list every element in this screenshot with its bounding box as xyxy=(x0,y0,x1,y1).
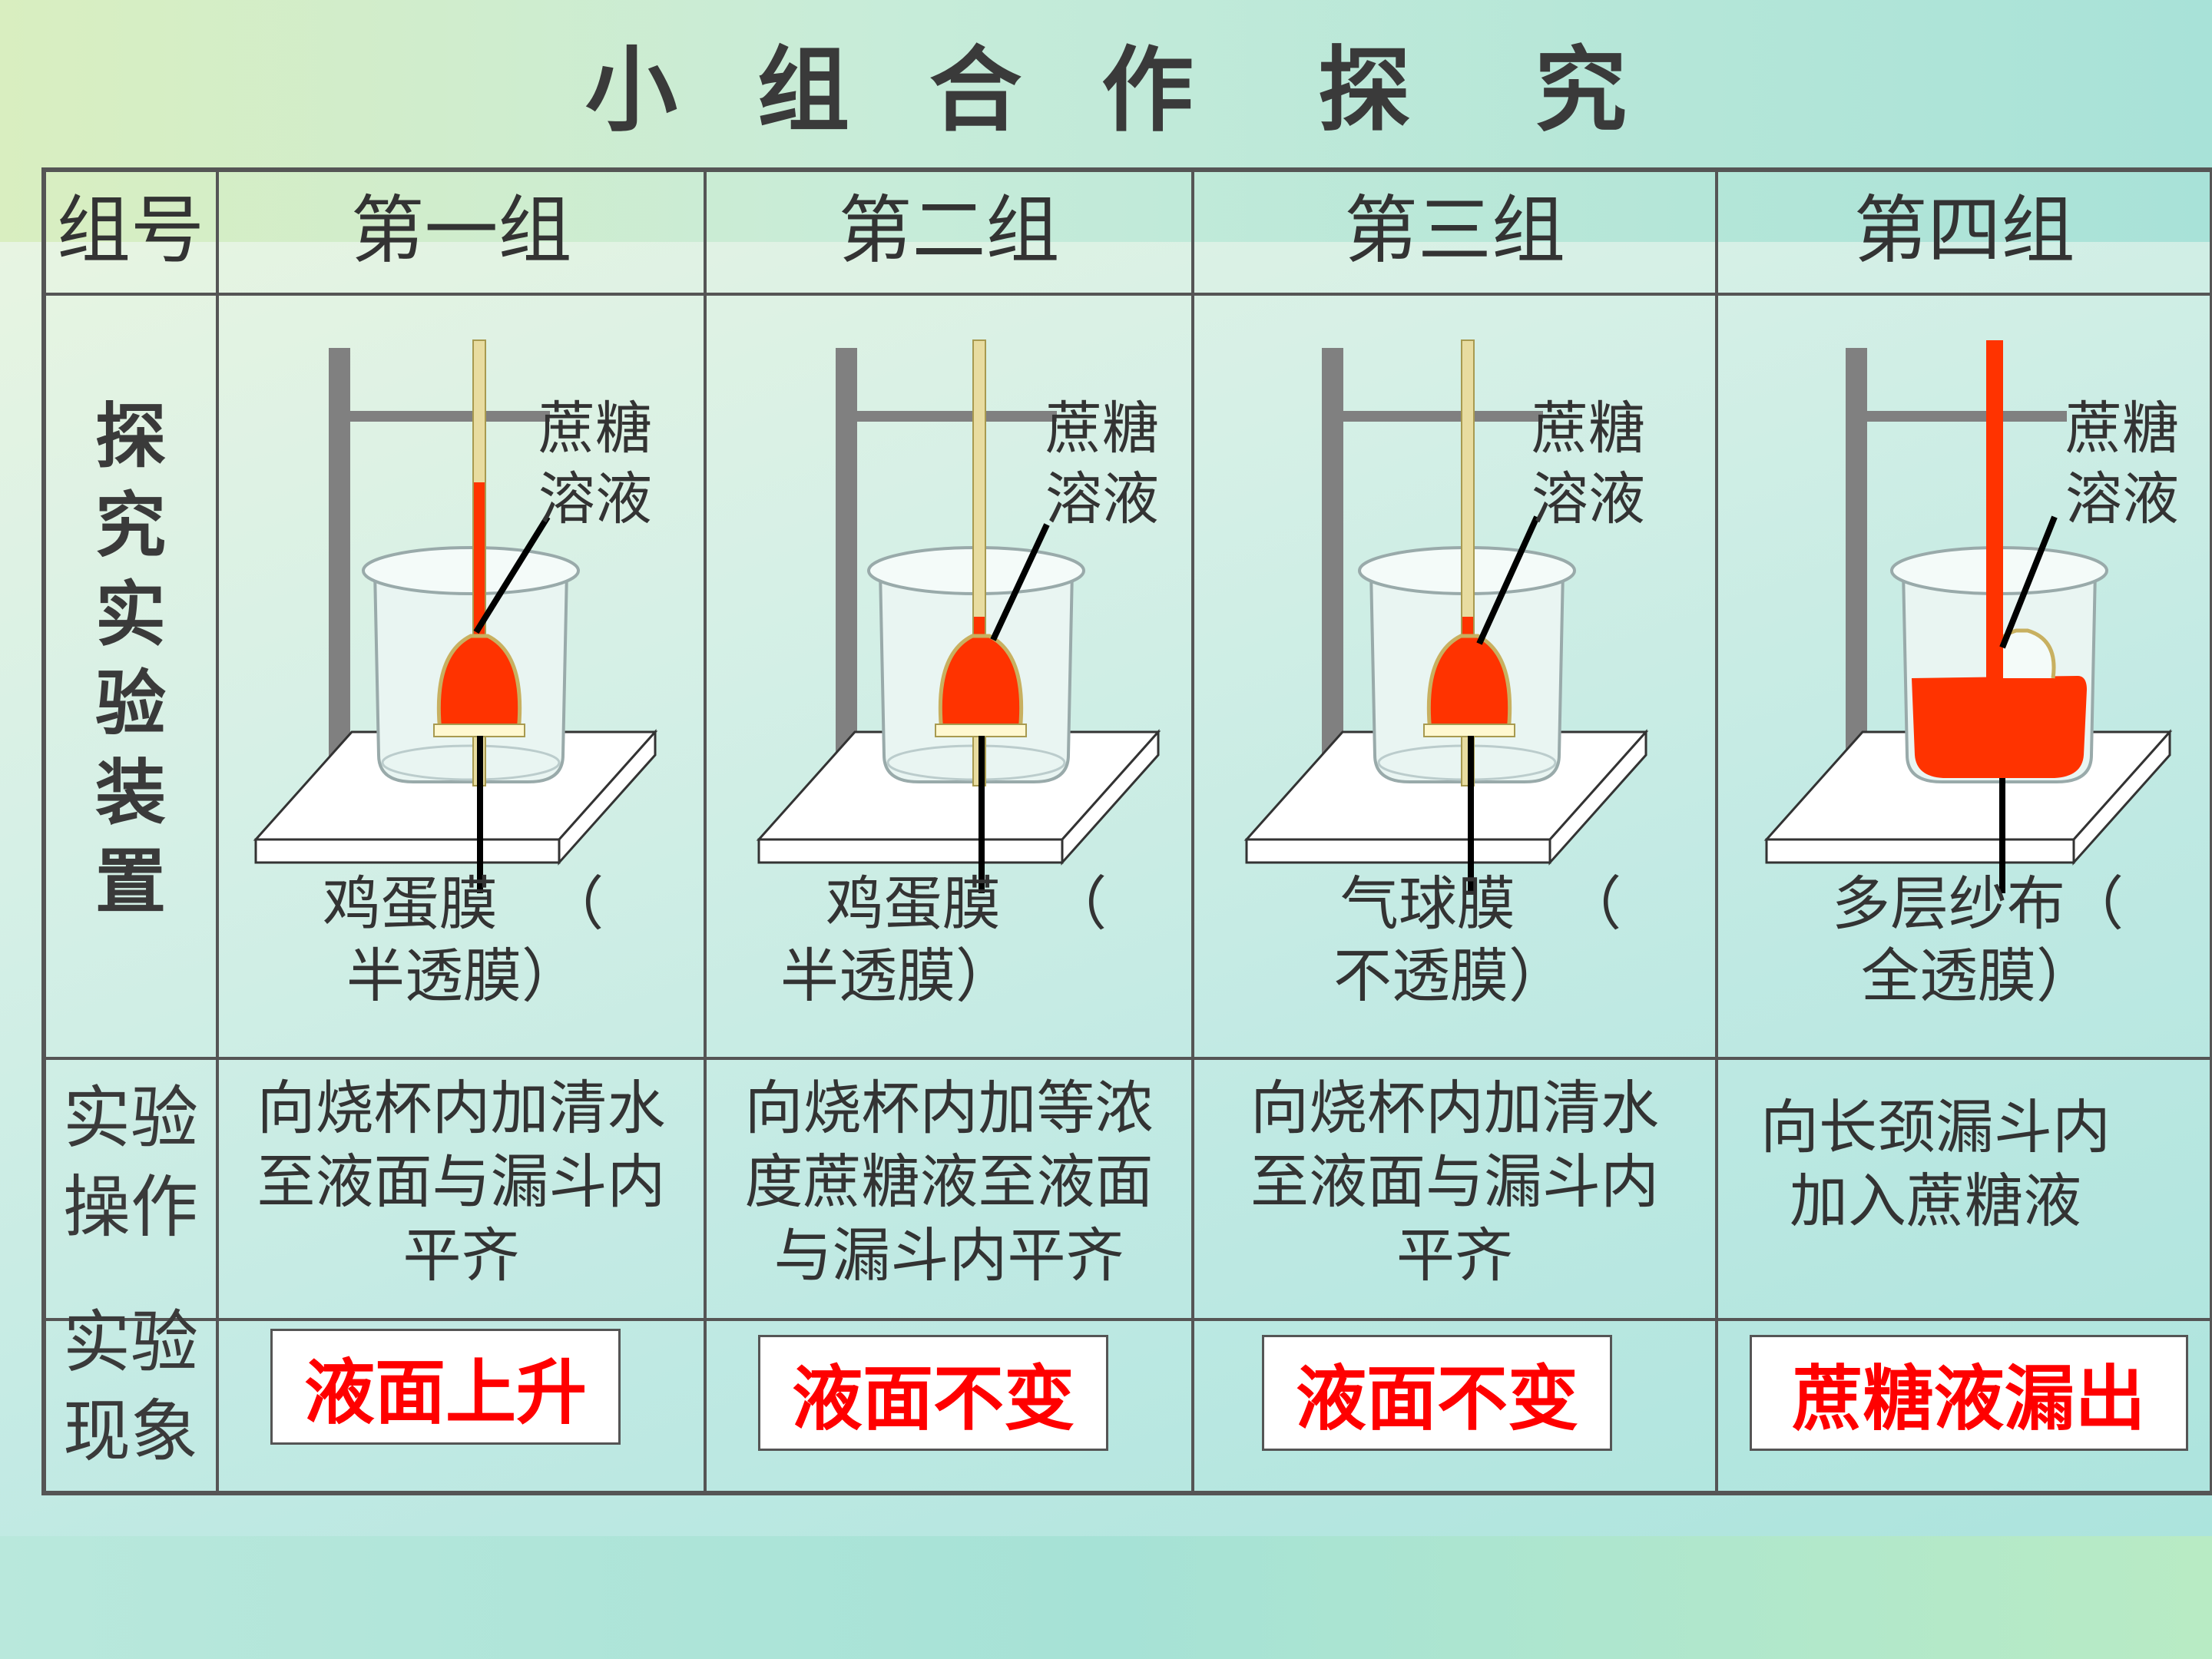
membrane-label-line: 不透膜） xyxy=(1333,942,1567,1010)
header-group-4: 第四组 xyxy=(1853,187,2075,273)
iron-stand xyxy=(836,348,1057,782)
header-group-2: 第二组 xyxy=(838,187,1060,273)
solution-pointer xyxy=(473,515,551,634)
title-char: 究 xyxy=(1535,36,1627,144)
membrane-label-line: 气球膜 （ xyxy=(1340,869,1621,938)
row-label-char: 验 xyxy=(94,662,166,745)
operation-line: 向烧杯内加等浓 xyxy=(744,1074,1154,1142)
operation-line: 平齐 xyxy=(1396,1221,1513,1290)
operation-line: 向长颈漏斗内 xyxy=(1760,1093,2111,1161)
operation-group-4: 向长颈漏斗内 加入蔗糖液 xyxy=(1717,1091,2154,1238)
solution-label-line: 蔗糖 xyxy=(538,396,652,462)
membrane-label-line: 半透膜） xyxy=(346,942,580,1010)
membrane-label: 鸡蛋膜 （半透膜） xyxy=(323,869,604,1010)
operation-line: 度蔗糖液至液面 xyxy=(744,1147,1154,1216)
result-group-1: 液面上升 xyxy=(270,1329,621,1445)
funnel xyxy=(433,339,525,786)
solution-label-line: 蔗糖 xyxy=(1532,396,1645,462)
solution-label-line: 溶液 xyxy=(2065,466,2179,532)
solution-label-line: 蔗糖 xyxy=(2065,396,2179,462)
leaked-solution xyxy=(1912,676,2087,778)
solution-label-line: 溶液 xyxy=(1045,466,1159,532)
operation-line: 至液面与漏斗内 xyxy=(1250,1147,1659,1216)
header-group-3: 第三组 xyxy=(1344,187,1565,273)
row-label-char: 究 xyxy=(94,484,166,567)
iron-stand xyxy=(1846,348,2067,782)
result-group-3: 液面不变 xyxy=(1262,1335,1612,1451)
result-group-2: 液面不变 xyxy=(758,1335,1108,1451)
solution-label-line: 溶液 xyxy=(538,466,652,532)
membrane-label-line: 全透膜） xyxy=(1861,942,2094,1010)
operation-group-2: 向烧杯内加等浓 度蔗糖液至液面 与漏斗内平齐 xyxy=(705,1071,1193,1293)
row-label-phenomenon: 实验 现象 xyxy=(44,1298,217,1476)
membrane-label: 多层纱布（全透膜） xyxy=(1832,869,2124,1010)
header-group-number: 组号 xyxy=(57,187,204,273)
iron-stand xyxy=(1322,348,1543,782)
membrane-label-line: 半透膜） xyxy=(780,942,1014,1010)
row-label-line: 实验 xyxy=(62,1078,198,1157)
solution-label: 蔗糖溶液 xyxy=(1532,396,1645,532)
operation-line: 至液面与漏斗内 xyxy=(257,1147,666,1216)
row-label-operation: 实验 操作 xyxy=(44,1074,217,1252)
apparatus-group-4: 蔗糖溶液 多层纱布（全透膜） xyxy=(1763,340,2179,1010)
row-label-char: 探 xyxy=(94,395,166,478)
operation-line: 向烧杯内加清水 xyxy=(257,1074,666,1142)
solution-label: 蔗糖溶液 xyxy=(538,396,652,532)
operation-group-1: 向烧杯内加清水 至液面与漏斗内 平齐 xyxy=(217,1071,705,1293)
row-label-char: 实 xyxy=(94,573,166,656)
operation-line: 向烧杯内加清水 xyxy=(1250,1074,1659,1142)
membrane-label-line: 鸡蛋膜 （ xyxy=(323,869,604,938)
row-label-line: 实验 xyxy=(62,1303,198,1382)
solution-pointer xyxy=(1476,515,1540,645)
membrane-label-line: 多层纱布（ xyxy=(1832,869,2124,938)
apparatus-group-2: 蔗糖溶液 鸡蛋膜 （半透膜） xyxy=(756,339,1161,1010)
title-char: 合 xyxy=(929,36,1022,144)
membrane-label: 气球膜 （不透膜） xyxy=(1333,869,1621,1010)
operation-line: 平齐 xyxy=(402,1221,520,1290)
solution-label-line: 蔗糖 xyxy=(1045,396,1159,462)
row-label-line: 现象 xyxy=(62,1392,198,1471)
apparatus-group-1: 蔗糖溶液 鸡蛋膜 （半透膜） xyxy=(253,339,658,1010)
row-label-char: 置 xyxy=(94,840,166,923)
iron-stand xyxy=(329,348,550,782)
row-label-line: 操作 xyxy=(62,1167,198,1247)
membrane-label: 鸡蛋膜 （半透膜） xyxy=(780,869,1107,1010)
row-label-char: 装 xyxy=(94,751,166,834)
page-title: 小组合作 探 究 xyxy=(0,15,2212,149)
apparatus-group-3: 蔗糖溶液 气球膜 （不透膜） xyxy=(1243,339,1649,1010)
title-char: 探 xyxy=(1318,36,1410,144)
solution-label: 蔗糖溶液 xyxy=(1045,396,1159,532)
row-label-apparatus: 探 究 实 验 装 置 xyxy=(44,392,217,926)
title-char: 作 xyxy=(1101,36,1194,144)
funnel xyxy=(1423,339,1515,786)
operation-line: 加入蔗糖液 xyxy=(1790,1167,2081,1235)
membrane-label-line: 鸡蛋膜 （ xyxy=(826,869,1107,938)
header-group-1: 第一组 xyxy=(350,187,572,273)
solution-label: 蔗糖溶液 xyxy=(2065,396,2179,532)
solution-label-line: 溶液 xyxy=(1532,466,1645,532)
operation-line: 与漏斗内平齐 xyxy=(773,1221,1124,1290)
title-char: 小 xyxy=(585,36,677,144)
solution-pointer xyxy=(990,523,1050,641)
operation-group-3: 向烧杯内加清水 至液面与漏斗内 平齐 xyxy=(1193,1071,1717,1293)
result-group-4: 蔗糖液漏出 xyxy=(1750,1335,2188,1451)
title-char: 组 xyxy=(757,36,849,144)
background-bottom-band xyxy=(0,1536,2212,1659)
solution-pointer xyxy=(1999,515,2058,649)
